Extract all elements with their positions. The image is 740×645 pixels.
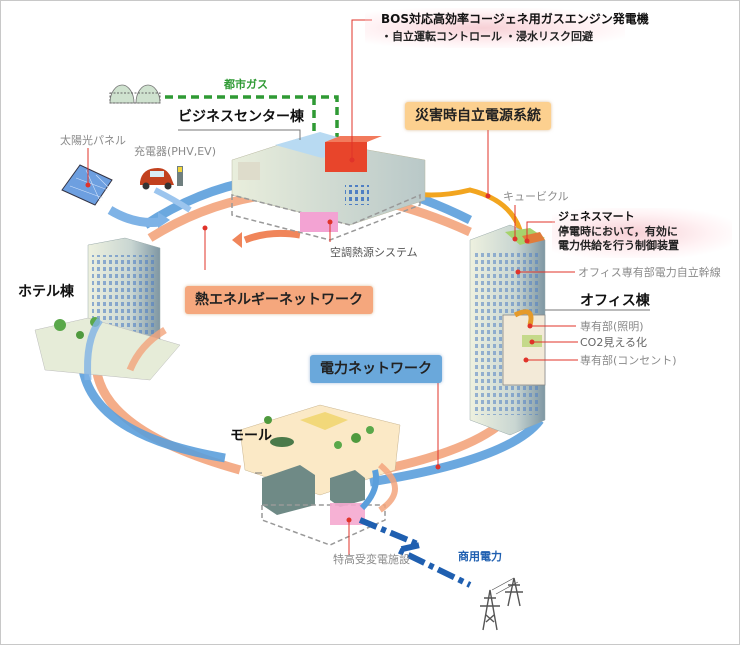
genesmart-note: ジェネスマート 停電時において，有効に 電力供給を行う制御装置 [552,208,732,258]
disaster-power-system-box: 災害時自立電源系統 [405,102,551,130]
generator-note-bullet-1: ・自立運転コントロール [381,30,502,43]
hotel-label: ホテル棟 [18,284,74,300]
cubicle-label: キュービクル [503,190,569,203]
commercial-power-label: 商用電力 [458,550,502,563]
solar-power-arrows [107,187,192,228]
office-trunk-line-label: オフィス専有部電力自立幹線 [578,266,721,279]
business-center-label: ビジネスセンター棟 [178,109,304,125]
generator-note: BOS対応高効率コージェネ用ガスエンジン発電機 ・自立運転コントロール ・浸水リ… [365,8,649,48]
hotel-building [34,237,181,381]
charger-icon [177,166,183,186]
commercial-power-feed [358,517,472,588]
solar-panel-label: 太陽光パネル [60,134,126,147]
leader-dots [85,157,535,523]
gas-tank-icon [109,84,161,104]
city-gas-label: 都市ガス [224,78,268,91]
co2-visualization-label: CO2見える化 [580,336,648,349]
transmission-tower-icon [480,577,523,631]
city-gas-route [165,95,339,145]
genesmart-note-title: ジェネスマート [558,210,635,223]
mall-building [239,404,401,546]
genesmart-note-line-1: 停電時において，有効に [558,225,678,238]
office-building [469,224,546,436]
power-network-box: 電力ネットワーク [310,355,442,383]
generator-note-bullet-2: ・浸水リスク回避 [505,30,593,43]
generator-note-title: BOS対応高効率コージェネ用ガスエンジン発電機 [381,12,649,26]
private-outlet-label: 専有部(コンセント) [580,354,677,367]
mall-label: モール [230,428,272,444]
genesmart-note-line-2: 電力供給を行う制御装置 [558,239,679,252]
ev-car-icon [140,168,174,190]
office-label: オフィス棟 [580,293,650,309]
private-lighting-label: 専有部(照明) [580,320,644,333]
ultra-high-substation-label: 特高受変電施設 [333,553,410,566]
charger-label: 充電器(PHV,EV) [134,145,216,158]
heat-energy-network-box: 熱エネルギーネットワーク [185,286,373,314]
hvac-heat-source-label: 空調熱源システム [330,246,418,259]
building-label-underlines [178,129,650,474]
business-center-building [231,132,426,241]
